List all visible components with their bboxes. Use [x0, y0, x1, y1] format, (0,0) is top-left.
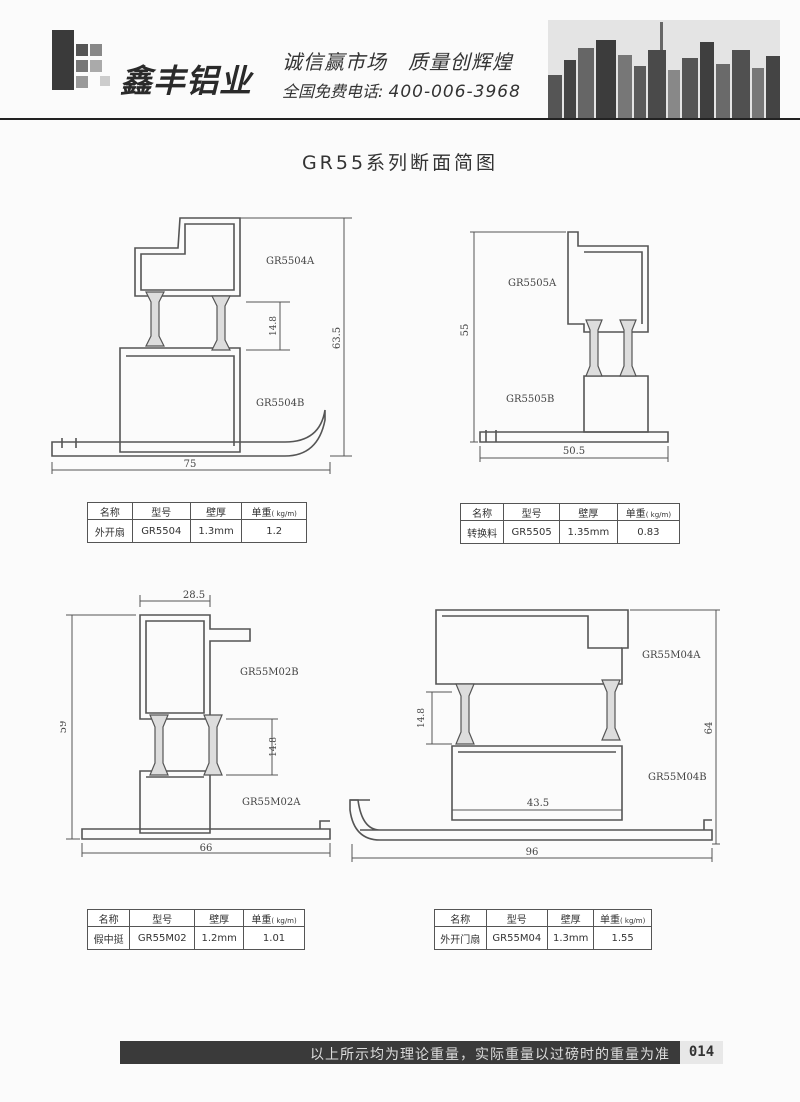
col-header-name: 名称 — [87, 502, 133, 520]
thermal-strip — [145, 291, 165, 347]
dimension-label: 59 — [60, 721, 69, 734]
spec-thickness: 1.2mm — [194, 926, 245, 950]
hotline: 全国免费电话: 400-006-3968 — [282, 78, 521, 102]
col-header-model: 型号 — [131, 502, 191, 520]
spec-thickness: 1.3mm — [189, 519, 243, 543]
thermal-strip — [455, 683, 475, 745]
header-divider — [0, 118, 800, 120]
spec-table-gr55m04: 名称 型号 壁厚 单重( kg/m) 外开门扇 GR55M04 1.3mm 1.… — [434, 909, 652, 950]
thermal-strip — [619, 319, 637, 377]
spec-model: GR55M04 — [485, 926, 549, 950]
spec-table-gr5504: 名称 型号 壁厚 单重( kg/m) 外开扇 GR5504 1.3mm 1.2 — [87, 502, 307, 543]
profile-label: GR5504A — [266, 256, 315, 267]
spec-weight: 1.55 — [593, 926, 652, 950]
spec-weight: 1.01 — [243, 926, 305, 950]
profile-gr5504a — [134, 217, 241, 297]
footer-note: 以上所示均为理论重量，实际重量以过磅时的重量为准 — [310, 1047, 670, 1063]
profile-gr55m02b — [139, 614, 251, 720]
spec-weight: 1.2 — [241, 519, 307, 543]
col-header-weight: 单重( kg/m) — [241, 502, 307, 520]
thermal-strip — [601, 679, 621, 741]
col-header-weight: 单重( kg/m) — [593, 909, 652, 927]
spec-name: 转换料 — [459, 520, 505, 544]
spec-table-gr55m02: 名称 型号 壁厚 单重( kg/m) 假中挺 GR55M02 1.2mm 1.0… — [86, 909, 305, 950]
col-header-name: 名称 — [434, 909, 487, 927]
drawing-gr55m02: 28.5 GR55M02B GR55M02A 59 14.8 66 — [60, 590, 331, 857]
drawing-gr5505: GR5505A GR5505B 55 50.5 — [460, 231, 669, 462]
page-header: 鑫丰铝业 诚信赢市场 质量创辉煌 全国免费电话: 400-006-3968 — [0, 0, 800, 122]
col-header-weight: 单重( kg/m) — [616, 503, 681, 521]
col-header-model: 型号 — [129, 909, 196, 927]
spec-name: 假中挺 — [86, 926, 131, 950]
page-title: GR55系列断面简图 — [301, 152, 499, 174]
dimension-label: 50.5 — [563, 446, 585, 457]
spec-weight: 0.83 — [616, 520, 681, 544]
spec-name: 外开扇 — [87, 519, 133, 543]
profile-gr5505a — [567, 231, 649, 333]
slogan: 诚信赢市场 质量创辉煌 — [282, 50, 513, 74]
spec-thickness: 1.35mm — [559, 520, 618, 544]
dimension-label: 14.8 — [417, 708, 427, 728]
col-header-model: 型号 — [503, 503, 561, 521]
spec-model: GR5504 — [131, 519, 191, 543]
dimension-label: 55 — [460, 324, 471, 337]
profile-label: GR55M04A — [642, 650, 701, 661]
col-header-weight: 单重( kg/m) — [243, 909, 305, 927]
dimension-label: 14.8 — [269, 316, 279, 336]
page-number: 014 — [680, 1041, 723, 1064]
dimension-label: 63.5 — [332, 327, 343, 349]
city-skyline-image — [548, 20, 780, 120]
thermal-strip — [149, 714, 169, 776]
dimension-label: 66 — [200, 843, 213, 854]
col-header-name: 名称 — [459, 503, 505, 521]
dimension-label: 64 — [704, 722, 715, 735]
thermal-strip — [585, 319, 603, 377]
dimension-label: 43.5 — [527, 798, 549, 809]
profile-gr55m04b — [451, 745, 623, 821]
dimension-label: 96 — [526, 847, 539, 858]
col-header-thickness: 壁厚 — [189, 502, 243, 520]
profile-label: GR5505B — [506, 394, 554, 405]
profile-gr5505-base — [479, 431, 669, 443]
spec-model: GR55M02 — [129, 926, 196, 950]
profile-gr5505b — [583, 375, 649, 433]
thermal-strip — [203, 714, 223, 776]
brand-name: 鑫丰铝业 — [120, 62, 253, 100]
dimension-label: 75 — [184, 459, 197, 470]
col-header-thickness: 壁厚 — [559, 503, 618, 521]
thermal-strip — [211, 295, 231, 351]
spec-model: GR5505 — [503, 520, 561, 544]
profile-gr5504-base — [51, 409, 326, 457]
profile-gr55m02a — [139, 770, 211, 834]
brand-logo-mark — [52, 30, 110, 90]
dimension-label: 14.8 — [269, 737, 279, 757]
spec-table-gr5505: 名称 型号 壁厚 单重( kg/m) 转换料 GR5505 1.35mm 0.8… — [459, 503, 681, 544]
spec-name: 外开门扇 — [434, 926, 487, 950]
profile-gr55m04-base — [349, 799, 713, 841]
dimension-label: 28.5 — [183, 590, 205, 601]
drawing-gr5504: GR5504A GR5504B 14.8 63.5 75 — [51, 217, 352, 474]
profile-label: GR5504B — [256, 398, 304, 409]
profile-label: GR55M02B — [240, 667, 299, 678]
spec-thickness: 1.3mm — [547, 926, 595, 950]
col-header-name: 名称 — [86, 909, 131, 927]
hotline-number: 400-006-3968 — [388, 82, 521, 102]
profile-label: GR5505A — [508, 278, 557, 289]
profile-label: GR55M04B — [648, 772, 707, 783]
footer-bar — [120, 1041, 723, 1064]
col-header-model: 型号 — [485, 909, 549, 927]
col-header-thickness: 壁厚 — [194, 909, 245, 927]
drawing-gr55m04: GR55M04A GR55M04B 14.8 64 43.5 96 — [349, 609, 720, 862]
profile-label: GR55M02A — [242, 797, 301, 808]
col-header-thickness: 壁厚 — [547, 909, 595, 927]
hotline-label: 全国免费电话: — [282, 82, 384, 101]
profile-gr5504b — [119, 347, 241, 453]
profile-gr55m04a — [435, 609, 629, 685]
profile-gr55m02-base — [81, 828, 331, 840]
